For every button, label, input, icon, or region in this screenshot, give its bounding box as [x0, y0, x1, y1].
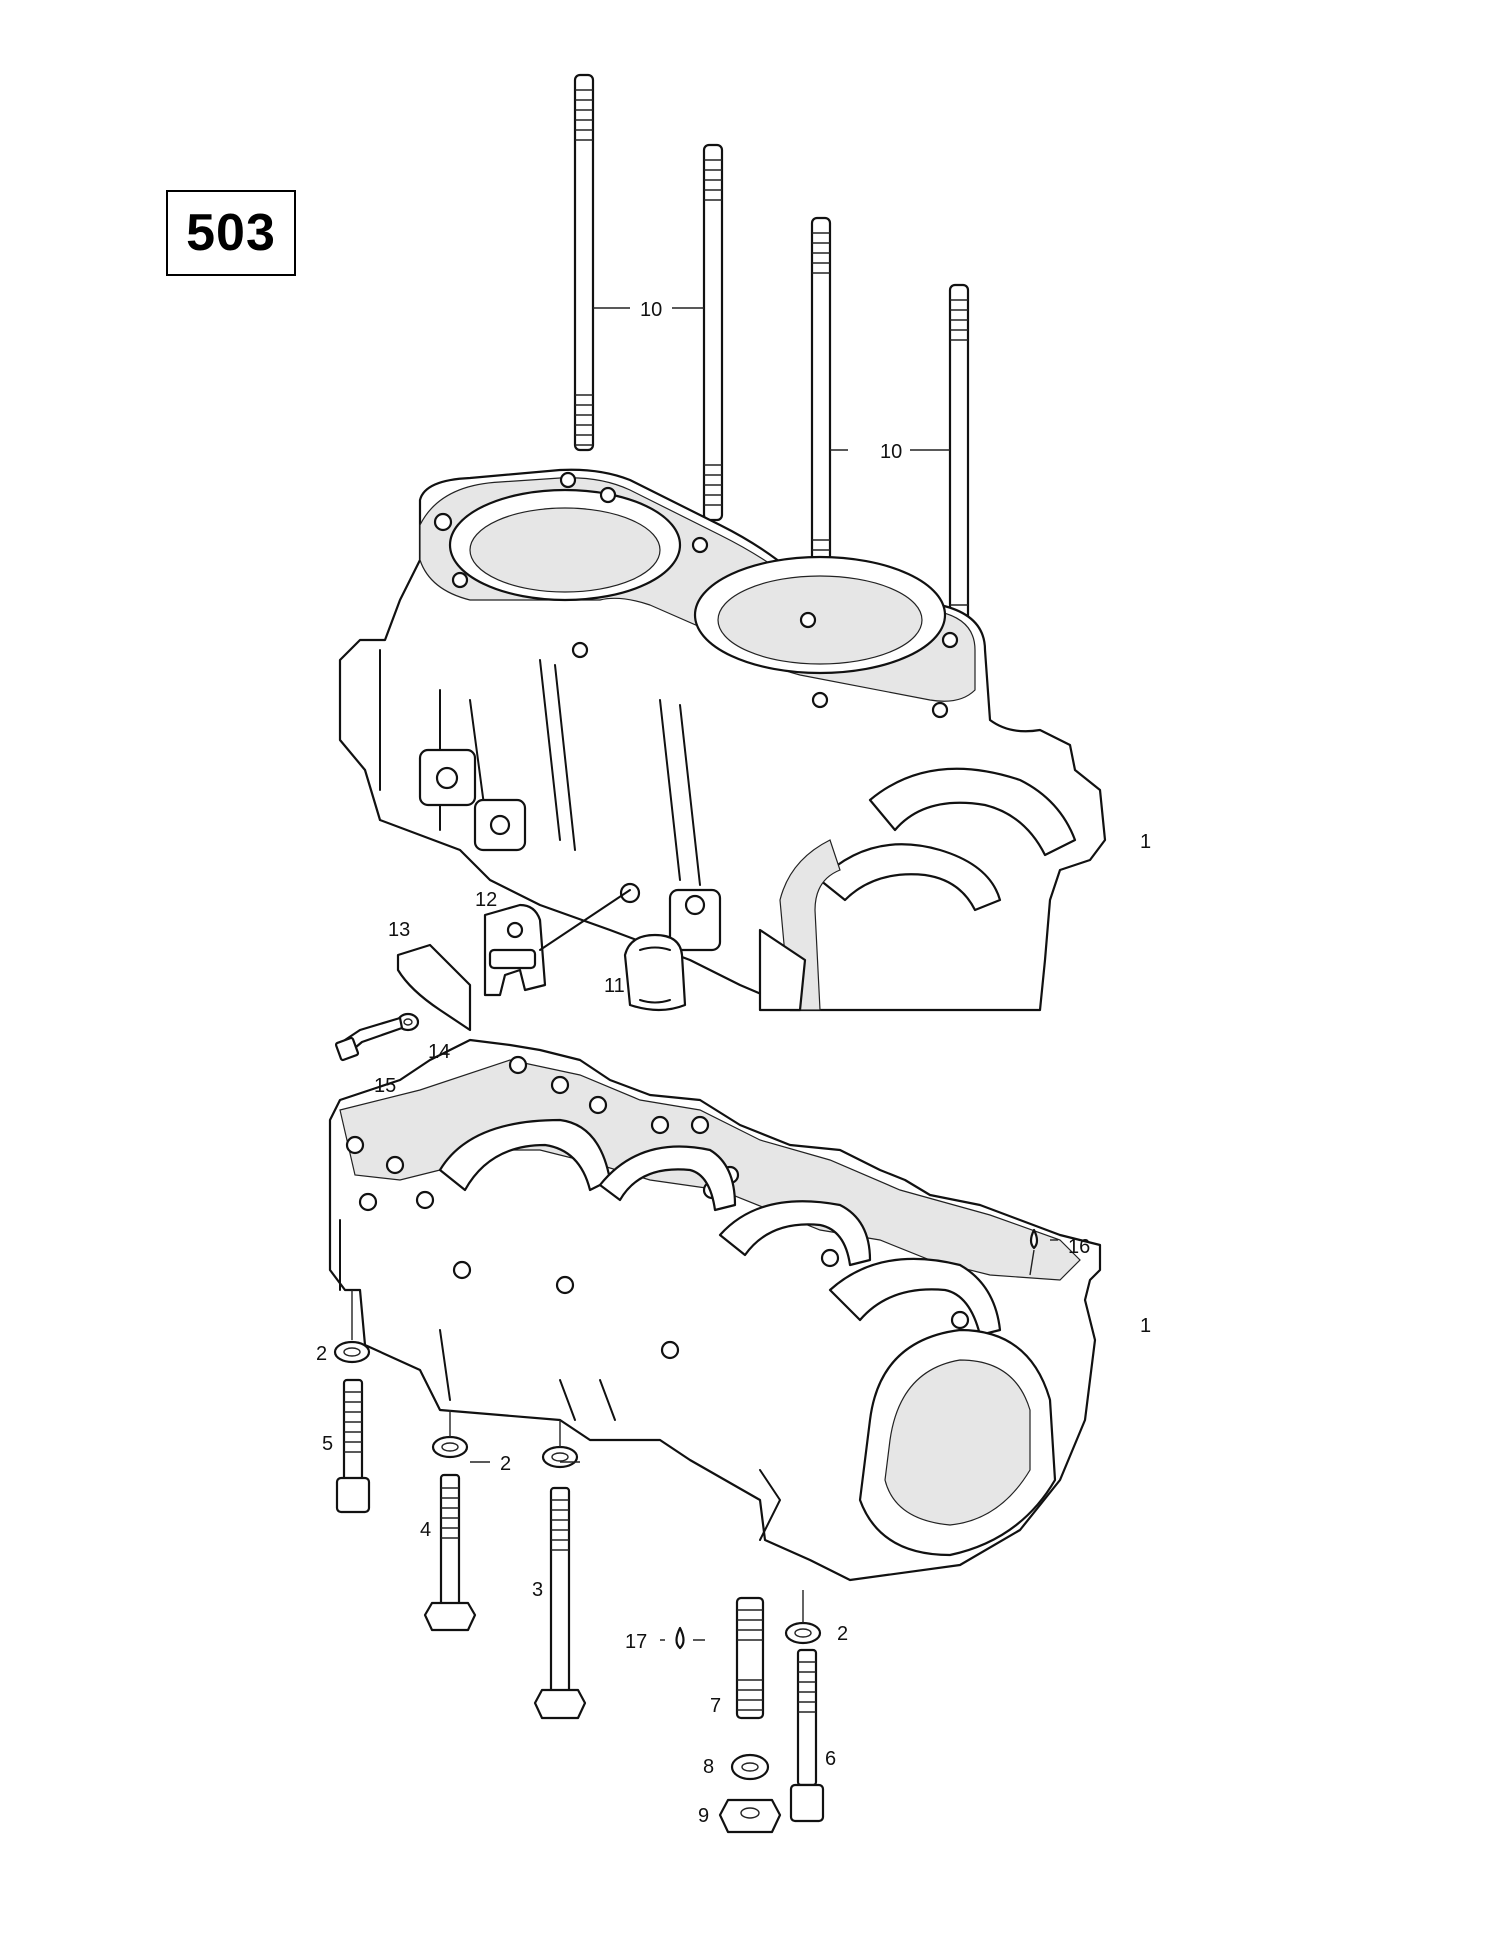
- callout-2-c: 2: [837, 1623, 848, 1645]
- bolt-4: [423, 1473, 477, 1632]
- oil-drop-16: [1029, 1228, 1039, 1276]
- nut-9: [718, 1798, 782, 1834]
- washer-2-c: [541, 1445, 579, 1469]
- seal-11: [623, 933, 687, 1012]
- stud-10-b: [702, 143, 724, 522]
- callout-3: 3: [532, 1579, 543, 1601]
- callout-17: 17: [625, 1631, 647, 1653]
- washer-8: [730, 1753, 770, 1781]
- callout-12: 12: [475, 889, 497, 911]
- callout-13: 13: [388, 919, 410, 941]
- callout-2-b: 2: [500, 1453, 511, 1475]
- screw-15: [334, 1016, 404, 1062]
- diagram-reference-box: 503: [166, 190, 296, 276]
- upper-crankcase: [338, 468, 1107, 1012]
- leader-lines: [470, 307, 1058, 1641]
- callout-5: 5: [322, 1433, 333, 1455]
- bracket-12: [483, 903, 547, 997]
- stud-7: [735, 1596, 765, 1720]
- clip-13: [396, 943, 472, 1032]
- callout-2-a: 2: [316, 1343, 327, 1365]
- bolt-6: [789, 1648, 825, 1823]
- callout-4: 4: [420, 1519, 431, 1541]
- callout-16: 16: [1068, 1236, 1090, 1258]
- callout-10-left: 10: [640, 299, 662, 321]
- callout-1-lower: 1: [1140, 1315, 1151, 1337]
- callout-9: 9: [698, 1805, 709, 1827]
- callout-11: 11: [604, 975, 625, 997]
- washer-2-b: [431, 1435, 469, 1459]
- washer-2-d: [784, 1621, 822, 1645]
- callout-8: 8: [703, 1756, 714, 1778]
- stud-10-c: [810, 216, 832, 595]
- stud-10-a: [573, 73, 595, 452]
- callout-14: 14: [428, 1041, 450, 1063]
- callout-7: 7: [710, 1695, 721, 1717]
- bolt-5: [335, 1378, 371, 1514]
- oil-drop-17: [675, 1626, 685, 1650]
- stud-10-d: [948, 283, 970, 662]
- lower-crankcase: [328, 1038, 1102, 1582]
- callout-15: 15: [374, 1075, 396, 1097]
- callout-10-right: 10: [880, 441, 902, 463]
- callout-1-upper: 1: [1140, 831, 1151, 853]
- diagram-reference-number: 503: [186, 204, 276, 262]
- bolt-3: [533, 1486, 587, 1720]
- washer-2-a: [333, 1340, 371, 1364]
- callout-6: 6: [825, 1748, 836, 1770]
